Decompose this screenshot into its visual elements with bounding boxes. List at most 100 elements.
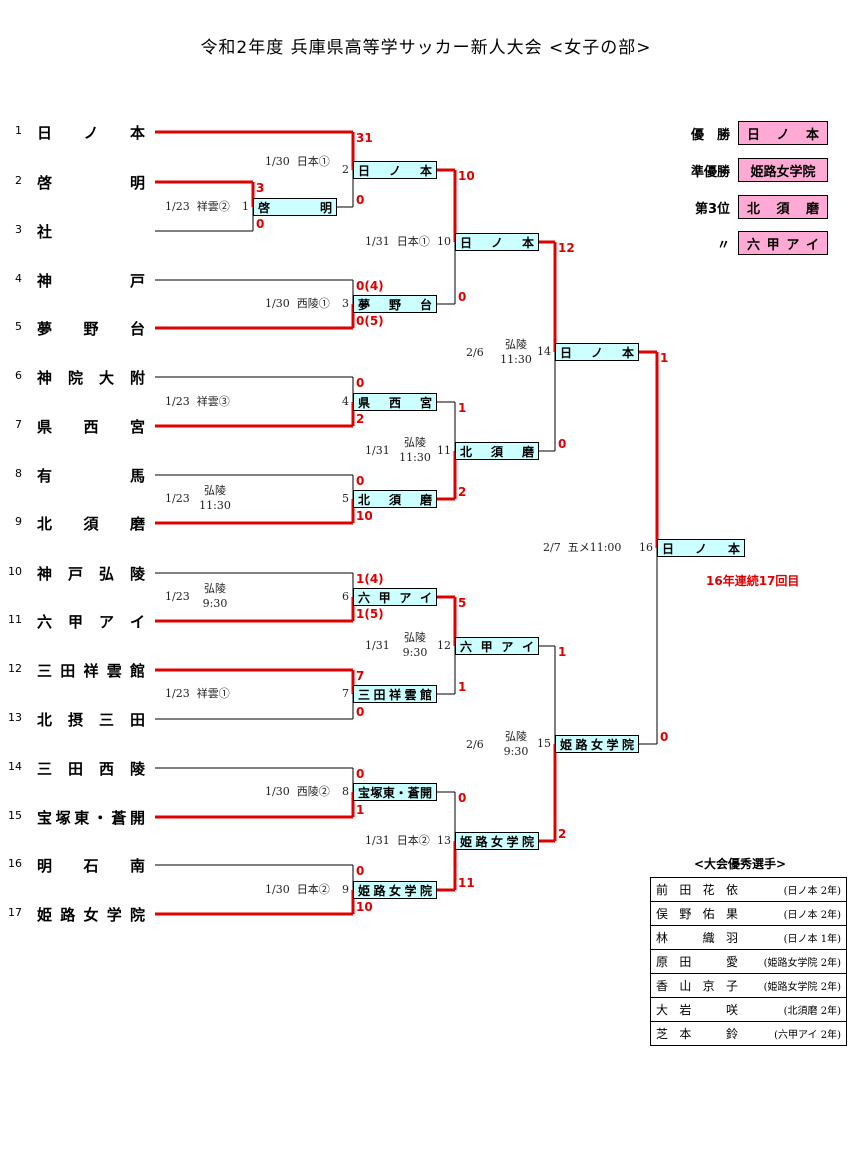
team-seed: 7 [15, 418, 22, 431]
team-name: 県西宮 [37, 416, 145, 437]
team-name-char: 雲 [106, 662, 122, 680]
score-bottom: 10 [356, 900, 373, 914]
match-venue: 弘陵 [204, 582, 226, 595]
match-schedule: 2/7 五メ11:00 [543, 541, 622, 554]
mvp-row: 芝本 鈴 (六甲アイ 2年) [651, 1022, 846, 1046]
mvp-name-char: 花 [702, 883, 715, 897]
team-name: 三田西陵 [37, 758, 145, 779]
team-seed: 12 [8, 662, 22, 675]
team-name-char: 姫 [37, 906, 53, 924]
match-number: 2 [342, 163, 349, 176]
mvp-name-char: 本 [679, 1027, 692, 1041]
winner-box: 日ノ本 [657, 539, 745, 557]
mvp-name: 前田花依 [656, 881, 738, 898]
team-name: 啓明 [37, 172, 145, 193]
winner-box: 姫路女学院 [455, 832, 539, 850]
team-name-char: 啓 [37, 174, 53, 192]
match-number: 7 [342, 687, 349, 700]
winner-name-char: 北 [460, 444, 473, 459]
score-bottom: 0 [558, 437, 567, 451]
score-bottom: 1(5) [356, 607, 384, 621]
winner-name-char: 本 [727, 541, 740, 556]
team-seed: 9 [15, 515, 22, 528]
match-time: 9:30 [503, 745, 529, 758]
team-name-char: 宮 [129, 418, 145, 436]
match-number: 12 [437, 639, 451, 652]
team-name-char: 田 [129, 711, 145, 729]
team-seed: 13 [8, 711, 22, 724]
winner-name-char: 姫 [358, 883, 371, 898]
mvp-name-char: 田 [679, 883, 692, 897]
team-name: 姫路女学院 [37, 904, 145, 925]
winner-name-char: 明 [319, 200, 332, 215]
winner-name-char: 学 [404, 883, 417, 898]
match-number: 1 [242, 200, 249, 213]
final-note: 16年連続17回目 [706, 574, 800, 588]
winner-name-char: ノ [388, 163, 401, 178]
team-name-char: ノ [83, 124, 99, 142]
mvp-name-char: 原 [656, 955, 669, 969]
match-date: 1/23 [165, 492, 190, 505]
team-seed: 2 [15, 174, 22, 187]
winner-name-char: 甲 [480, 639, 493, 654]
winner-name-char: 田 [373, 687, 386, 702]
winner-box: 姫路女学院 [555, 735, 639, 753]
mvp-name-char: 山 [679, 979, 692, 993]
match-date: 1/31 [365, 444, 390, 457]
winner-name-char: 日 [560, 345, 573, 360]
score-top: 12 [558, 241, 575, 255]
team-name-char: 北 [37, 515, 53, 533]
mvp-school: (姫路女学院 2年) [763, 958, 841, 969]
match-time: 9:30 [402, 646, 428, 659]
mvp-name: 芝本 鈴 [656, 1025, 738, 1042]
team-name-char: 陵 [129, 760, 145, 778]
placing-team-char: 北 [747, 201, 761, 217]
winner-box: 北須磨 [353, 490, 437, 508]
page-title: 令和2年度 兵庫県高等学サッカー新人大会 <女子の部> [200, 38, 652, 58]
winner-name-char: 宝 [358, 785, 371, 800]
winner-name-char: 三 [358, 687, 371, 702]
match-number: 8 [342, 785, 349, 798]
winner-name-char: 磨 [419, 492, 432, 507]
match-date: 2/6 [466, 346, 484, 359]
team-name: 夢野台 [37, 318, 145, 339]
team-name-char: イ [129, 613, 145, 631]
placing-team-char: 日 [747, 127, 761, 143]
team-name-char: 須 [83, 515, 99, 533]
winner-name-char: 院 [621, 737, 634, 752]
team-seed: 16 [8, 857, 22, 870]
mvp-row: 林 織羽(日ノ本 1年) [651, 926, 846, 950]
team-seed: 3 [15, 223, 22, 236]
winner-name-char: 路 [575, 737, 588, 752]
team-name-char: 女 [83, 906, 99, 924]
team-name-char: 院 [67, 369, 83, 387]
winner-name-char: 女 [388, 883, 401, 898]
mvp-school: (北須磨 2年) [783, 1006, 841, 1017]
team-name-char: 戸 [129, 272, 145, 290]
mvp-school: (日ノ本 2年) [783, 910, 841, 921]
winner-name-char: 路 [373, 883, 386, 898]
score-bottom: 0 [356, 705, 365, 719]
team-name-char: 台 [129, 320, 145, 338]
team-name-char: 夢 [37, 320, 53, 338]
mvp-name-char: 芝 [656, 1027, 669, 1041]
team-name-char: 本 [129, 124, 145, 142]
match-schedule: 1/23 祥雲① [165, 687, 230, 700]
team-name-char: 附 [129, 369, 145, 387]
winner-name-char: 西 [388, 395, 401, 410]
match-venue: 弘陵 [505, 338, 527, 351]
winner-name-char: ノ [590, 345, 603, 360]
mvp-name-char [703, 953, 715, 970]
team-seed: 14 [8, 760, 22, 773]
team-name: 有馬 [37, 465, 145, 486]
score-top: 5 [458, 596, 467, 610]
winner-name-char: 六 [460, 639, 473, 654]
mvp-name-char: 子 [725, 979, 738, 993]
mvp-name: 原田 愛 [656, 953, 738, 970]
mvp-row: 香山京子(姫路女学院 2年) [651, 974, 846, 998]
mvp-name-char: 岩 [679, 1003, 692, 1017]
mvp-school: (六甲アイ 2年) [774, 1030, 841, 1041]
score-bottom: 0 [660, 730, 669, 744]
winner-name-char: 本 [419, 163, 432, 178]
mvp-name-char: 鈴 [725, 1027, 738, 1041]
